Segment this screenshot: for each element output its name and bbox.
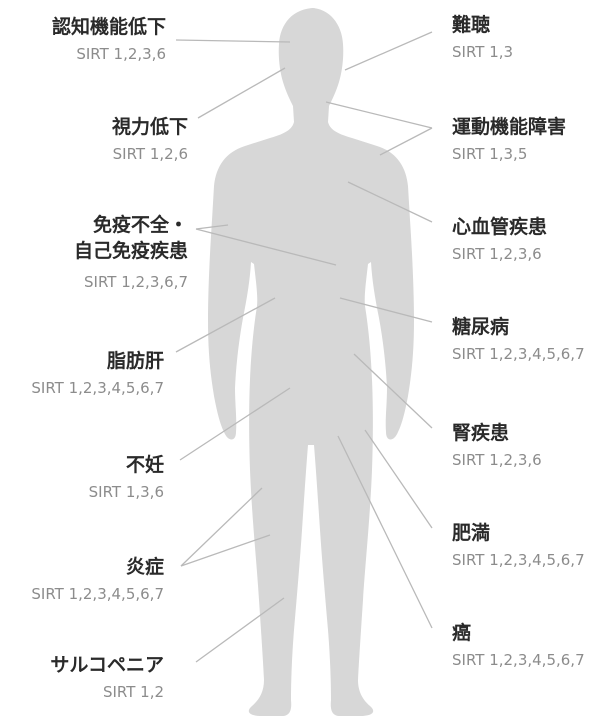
condition-name: 癌 xyxy=(452,622,472,644)
condition-name: 認知機能低下 xyxy=(51,16,166,38)
body-outline xyxy=(208,8,414,716)
leader-lines xyxy=(175,31,433,663)
label-cancer: 癌 SIRT 1,2,3,4,5,6,7 xyxy=(452,620,585,670)
label-sarcopenia: サルコペニア SIRT 1,2 xyxy=(50,652,164,702)
condition-name-line-1: 免疫不全・ xyxy=(92,214,188,236)
sirt-list: SIRT 1,2,3,4,5,6,7 xyxy=(31,585,164,603)
leader-diabetes xyxy=(339,297,433,323)
condition-name: 糖尿病 xyxy=(452,316,510,338)
leader-kidney xyxy=(353,353,433,429)
condition-name: 炎症 xyxy=(125,556,164,578)
label-cardiovascular-disease: 心血管疾患 SIRT 1,2,3,6 xyxy=(452,214,547,264)
leader-cardiovascular xyxy=(347,181,433,223)
sirt-list: SIRT 1,2,3,6 xyxy=(452,451,542,469)
leader-obesity xyxy=(364,429,433,529)
leader-vision-loss xyxy=(197,67,286,119)
condition-name: 不妊 xyxy=(125,454,164,476)
label-vision-loss: 視力低下 SIRT 1,2,6 xyxy=(112,114,188,164)
sirt-list: SIRT 1,2,3,6,7 xyxy=(84,273,188,291)
label-obesity: 肥満 SIRT 1,2,3,4,5,6,7 xyxy=(452,520,585,570)
leader-immune-a xyxy=(195,224,229,230)
leader-cancer xyxy=(337,435,433,629)
leader-sarcopenia xyxy=(195,597,285,663)
condition-name: 腎疾患 xyxy=(452,422,510,444)
sirt-list: SIRT 1,2,3,4,5,6,7 xyxy=(452,651,585,669)
label-kidney-disease: 腎疾患 SIRT 1,2,3,6 xyxy=(452,420,542,470)
leader-inflammation-a xyxy=(180,487,263,567)
label-immune-disorders: 免疫不全・ 自己免疫疾患 SIRT 1,2,3,6,7 xyxy=(74,212,188,292)
label-cognitive-decline: 認知機能低下 SIRT 1,2,3,6 xyxy=(52,14,166,64)
condition-name: 視力低下 xyxy=(111,116,188,138)
label-infertility: 不妊 SIRT 1,3,6 xyxy=(89,452,164,502)
label-inflammation: 炎症 SIRT 1,2,3,4,5,6,7 xyxy=(31,554,164,604)
sirt-list: SIRT 1,2 xyxy=(102,683,164,701)
sirt-list: SIRT 1,2,3,4,5,6,7 xyxy=(452,345,585,363)
label-fatty-liver: 脂肪肝 SIRT 1,2,3,4,5,6,7 xyxy=(31,348,164,398)
sirt-list: SIRT 1,2,3,4,5,6,7 xyxy=(452,551,585,569)
sirt-list: SIRT 1,3,6 xyxy=(88,483,164,501)
leader-fatty-liver xyxy=(175,297,276,353)
condition-name: 心血管疾患 xyxy=(452,216,548,238)
condition-name-line-2: 自己免疫疾患 xyxy=(73,240,188,262)
leader-motor-dysfunction-b xyxy=(379,127,433,156)
leader-infertility xyxy=(179,387,291,461)
condition-name: 脂肪肝 xyxy=(106,350,164,372)
label-motor-dysfunction: 運動機能障害 SIRT 1,3,5 xyxy=(452,114,566,164)
leader-immune-b xyxy=(195,228,337,266)
condition-name: サルコペニア xyxy=(50,654,164,676)
label-diabetes: 糖尿病 SIRT 1,2,3,4,5,6,7 xyxy=(452,314,585,364)
sirt-list: SIRT 1,3,5 xyxy=(452,145,528,163)
leader-motor-dysfunction-a xyxy=(325,101,433,129)
sirt-list: SIRT 1,2,6 xyxy=(112,145,188,163)
human-body-silhouette xyxy=(208,8,414,716)
leader-inflammation-b xyxy=(180,534,271,567)
condition-name: 難聴 xyxy=(452,14,491,36)
sirt-list: SIRT 1,2,3,6 xyxy=(452,245,542,263)
sirt-list: SIRT 1,3 xyxy=(452,43,514,61)
leader-cognitive-decline xyxy=(175,39,291,43)
condition-name: 運動機能障害 xyxy=(452,116,567,138)
label-hearing-loss: 難聴 SIRT 1,3 xyxy=(452,12,513,62)
condition-name: 肥満 xyxy=(452,522,491,544)
leader-hearing-loss xyxy=(344,31,433,71)
sirt-list: SIRT 1,2,3,4,5,6,7 xyxy=(31,379,164,397)
sirt-list: SIRT 1,2,3,6 xyxy=(76,45,166,63)
